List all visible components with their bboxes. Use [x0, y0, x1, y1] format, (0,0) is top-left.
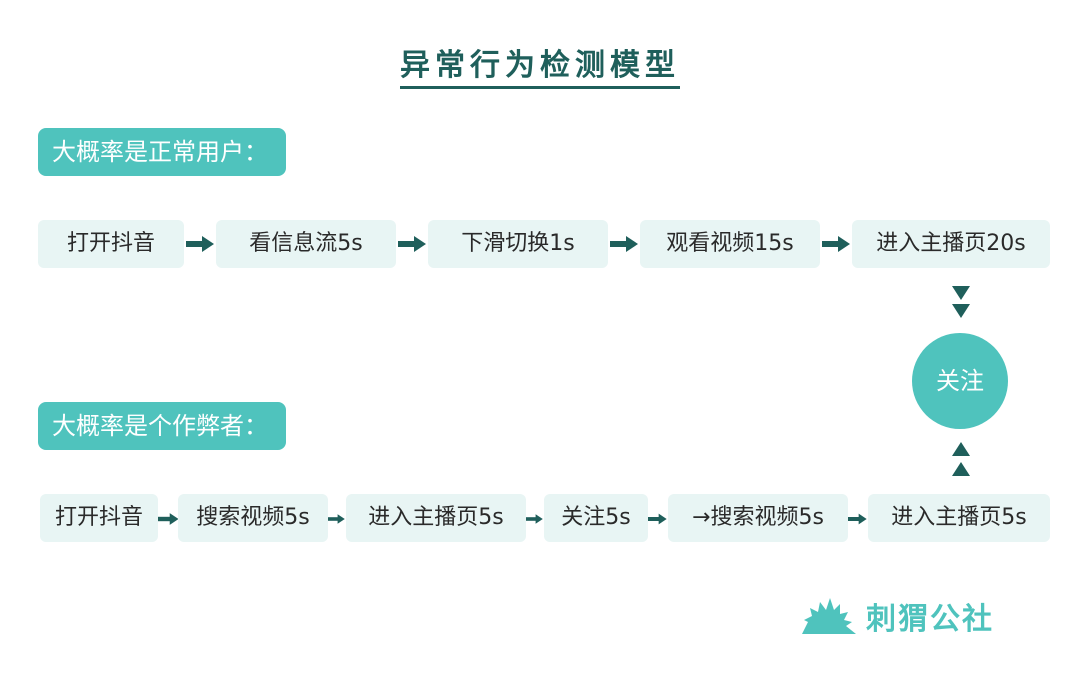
- arrow-right-icon: [398, 236, 426, 252]
- arrow-down-icon: [952, 304, 970, 318]
- normal-step-4: 观看视频15s: [640, 220, 820, 268]
- brand-name: 刺猬公社: [866, 602, 994, 637]
- arrow-right-icon: [648, 513, 667, 525]
- cheater-step-3: 进入主播页5s: [346, 494, 526, 542]
- arrow-down-icon: [952, 286, 970, 300]
- arrow-right-icon: [328, 514, 345, 524]
- diagram-title-text: 异常行为检测模型: [400, 48, 680, 89]
- normal-step-1: 打开抖音: [38, 220, 184, 268]
- normal-step-5: 进入主播页20s: [852, 220, 1050, 268]
- brand-logo: 刺猬公社: [800, 595, 994, 637]
- cheater-step-4: 关注5s: [544, 494, 648, 542]
- arrow-right-icon: [610, 236, 638, 252]
- arrow-up-icon: [952, 462, 970, 476]
- cheater-step-2: 搜索视频5s: [178, 494, 328, 542]
- cheater-step-1: 打开抖音: [40, 494, 158, 542]
- arrow-right-icon: [186, 236, 214, 252]
- arrow-right-icon: [158, 513, 179, 525]
- cheater-step-6: 进入主播页5s: [868, 494, 1050, 542]
- cheater-label: 大概率是个作弊者：: [38, 402, 286, 450]
- arrow-right-icon: [526, 514, 543, 524]
- diagram-title: 异常行为检测模型: [0, 40, 1080, 89]
- follow-node: 关注: [912, 333, 1008, 429]
- normal-step-2: 看信息流5s: [216, 220, 396, 268]
- normal-user-label: 大概率是正常用户：: [38, 128, 286, 176]
- hedgehog-icon: [802, 598, 856, 634]
- arrow-up-icon: [952, 442, 970, 456]
- arrow-right-icon: [848, 513, 867, 525]
- normal-step-3: 下滑切换1s: [428, 220, 608, 268]
- cheater-step-5: →搜索视频5s: [668, 494, 848, 542]
- arrow-right-icon: [822, 236, 850, 252]
